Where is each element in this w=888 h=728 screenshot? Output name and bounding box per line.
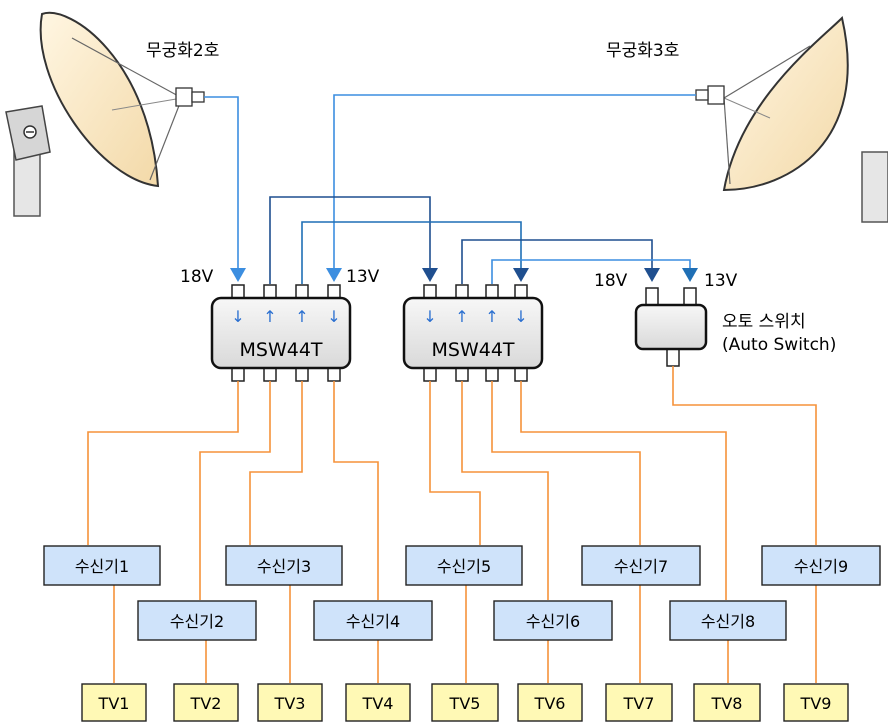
loop-line-b: [301, 221, 522, 284]
tv-6: TV6: [517, 683, 583, 722]
svg-text:TV6: TV6: [534, 694, 566, 713]
svg-text:TV4: TV4: [362, 694, 394, 713]
svg-text:수신기4: 수신기4: [346, 612, 400, 631]
port-arrow-1: ↓: [231, 307, 244, 326]
multiswitch-2: ↓ ↑ ↑ ↓ MSW44T: [402, 284, 544, 382]
left-satellite-label: 무궁화2호: [146, 41, 219, 61]
port-arrow-3: ↑: [295, 307, 308, 326]
tv-8: TV8: [693, 683, 761, 722]
receiver-9: 수신기9: [761, 545, 881, 586]
input-arrowheads: [230, 268, 698, 282]
auto-switch: [634, 287, 708, 367]
tv-3: TV3: [257, 683, 323, 722]
tv-1: TV1: [81, 683, 147, 722]
multiswitch-1: ↓ ↑ ↑ ↓ MSW44T: [210, 284, 352, 382]
output-cables: [87, 366, 817, 683]
svg-text:수신기1: 수신기1: [75, 557, 129, 576]
svg-text:TV7: TV7: [623, 694, 655, 713]
svg-text:TV9: TV9: [800, 694, 832, 713]
left-satellite-dish-icon: [5, 11, 205, 217]
feed-line-sat3: [333, 94, 696, 268]
switch-2-label: MSW44T: [431, 339, 514, 361]
svg-text:수신기3: 수신기3: [257, 557, 311, 576]
tv-9: TV9: [783, 683, 849, 722]
port-arrow-8: ↓: [514, 307, 527, 326]
receiver-4: 수신기4: [313, 600, 433, 641]
receivers: 수신기1 수신기2 수신기3 수신기4 수신기5 수신기6 수신기7 수신기8 …: [43, 545, 881, 641]
right-satellite-label: 무궁화3호: [606, 41, 679, 61]
loop-line-d: [491, 259, 691, 284]
voltage-13v-auto: 13V: [704, 271, 738, 291]
svg-text:수신기9: 수신기9: [794, 557, 848, 576]
tv-7: TV7: [605, 683, 673, 722]
svg-text:TV5: TV5: [449, 694, 481, 713]
right-satellite-dish-icon: [695, 16, 888, 223]
receiver-5: 수신기5: [405, 545, 523, 586]
svg-text:TV1: TV1: [98, 694, 130, 713]
svg-text:수신기7: 수신기7: [614, 557, 668, 576]
receiver-1: 수신기1: [43, 545, 161, 586]
svg-text:수신기6: 수신기6: [526, 612, 580, 631]
port-arrow-7: ↑: [485, 307, 498, 326]
switch-1-label: MSW44T: [239, 339, 322, 361]
port-arrow-4: ↓: [327, 307, 340, 326]
receiver-2: 수신기2: [137, 600, 257, 641]
tv-4: TV4: [345, 683, 411, 722]
tv-2: TV2: [173, 683, 239, 722]
port-arrow-6: ↑: [455, 307, 468, 326]
auto-switch-sublabel: (Auto Switch): [722, 335, 836, 355]
receiver-3: 수신기3: [225, 545, 343, 586]
svg-text:수신기2: 수신기2: [170, 612, 224, 631]
svg-text:수신기5: 수신기5: [437, 557, 491, 576]
svg-text:TV2: TV2: [190, 694, 222, 713]
voltage-18v-auto: 18V: [594, 271, 628, 291]
tv-5: TV5: [431, 683, 499, 722]
loop-line-c: [461, 239, 653, 284]
receiver-6: 수신기6: [493, 600, 613, 641]
receiver-8: 수신기8: [669, 600, 787, 641]
tvs: TV1 TV2 TV3 TV4 TV5 TV6 TV7 TV8 TV9: [81, 683, 849, 722]
receiver-7: 수신기7: [581, 545, 701, 586]
svg-text:TV3: TV3: [274, 694, 306, 713]
port-arrow-2: ↑: [263, 307, 276, 326]
loop-line-a: [269, 196, 431, 284]
port-arrow-5: ↓: [423, 307, 436, 326]
auto-switch-label: 오토 스위치: [722, 312, 806, 332]
svg-text:TV8: TV8: [711, 694, 743, 713]
voltage-18v-sw1: 18V: [180, 267, 214, 287]
svg-text:수신기8: 수신기8: [701, 612, 755, 631]
feed-line-sat2: [204, 96, 239, 268]
voltage-13v-sw1: 13V: [346, 267, 380, 287]
